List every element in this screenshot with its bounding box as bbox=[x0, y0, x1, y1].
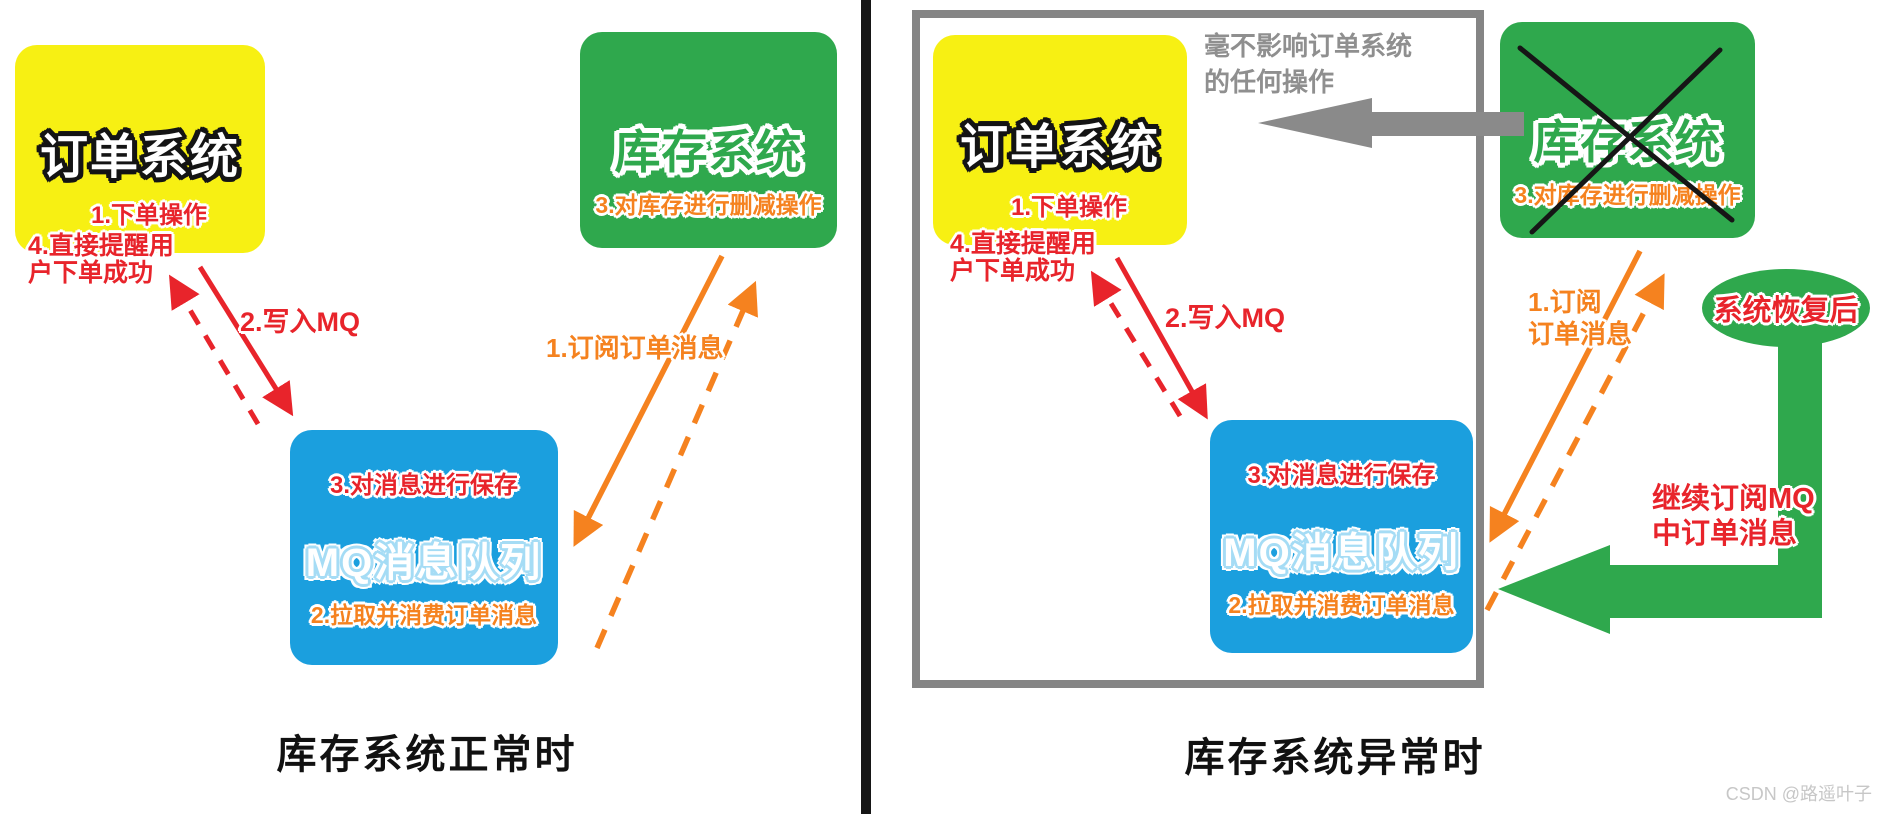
system-recovered-badge: 系统恢复后 bbox=[1702, 269, 1870, 347]
inventory-system-title-2: 库存系统 bbox=[1533, 116, 1722, 168]
mq-save-label: 3.对消息进行保存 bbox=[329, 472, 518, 499]
watermark: CSDN @路遥叶子 bbox=[1725, 784, 1872, 804]
notify-user-label: 4.直接提醒用 户下单成功 bbox=[28, 232, 174, 287]
order-system-box: 订单系统 1.下单操作 bbox=[15, 45, 265, 253]
isolation-frame bbox=[912, 10, 1484, 688]
mq-pull-label: 2.拉取并消费订单消息 bbox=[310, 602, 538, 628]
mq-queue-box: 3.对消息进行保存 MQ消息队列 2.拉取并消费订单消息 bbox=[290, 430, 558, 665]
mq-pull-label-2: 2.拉取并消费订单消息 bbox=[1228, 592, 1455, 618]
mq-queue-title-2: MQ消息队列 bbox=[1223, 531, 1460, 575]
order-system-box-2: 订单系统 1.下单操作 bbox=[933, 35, 1187, 245]
panel-divider bbox=[861, 0, 871, 814]
inventory-system-box-2: 库存系统 3.对库存进行删减操作 bbox=[1500, 22, 1755, 238]
subscribe-label: 1.订阅订单消息 bbox=[546, 333, 724, 363]
no-impact-label: 毫不影响订单系统 的任何操作 bbox=[1204, 31, 1413, 97]
system-recovered-label: 系统恢复后 bbox=[1713, 295, 1859, 327]
left-caption: 库存系统正常时 bbox=[276, 733, 578, 777]
subscribe-label-2: 1.订阅 订单消息 bbox=[1528, 287, 1633, 349]
resubscribe-label: 继续订阅MQ 中订单消息 bbox=[1652, 483, 1815, 550]
right-caption: 库存系统异常时 bbox=[1184, 736, 1486, 780]
order-step1-label-2: 1.下单操作 bbox=[1010, 194, 1127, 221]
order-system-title: 订单系统 bbox=[39, 131, 240, 184]
order-system-title-2: 订单系统 bbox=[959, 121, 1160, 174]
notify-user-label-2: 4.直接提醒用 户下单成功 bbox=[950, 230, 1096, 285]
mq-queue-title: MQ消息队列 bbox=[305, 541, 543, 585]
inventory-system-title: 库存系统 bbox=[614, 126, 803, 178]
write-mq-label-2: 2.写入MQ bbox=[1165, 303, 1286, 333]
inventory-step3-label-2: 3.对库存进行删减操作 bbox=[1514, 182, 1741, 208]
write-mq-label: 2.写入MQ bbox=[240, 307, 361, 337]
order-step1-label: 1.下单操作 bbox=[90, 202, 207, 229]
mq-save-label-2: 3.对消息进行保存 bbox=[1247, 462, 1436, 489]
inventory-step3-label: 3.对库存进行删减操作 bbox=[595, 192, 822, 218]
mq-queue-box-2: 3.对消息进行保存 MQ消息队列 2.拉取并消费订单消息 bbox=[1210, 420, 1473, 653]
inventory-system-box: 库存系统 3.对库存进行删减操作 bbox=[580, 32, 837, 248]
